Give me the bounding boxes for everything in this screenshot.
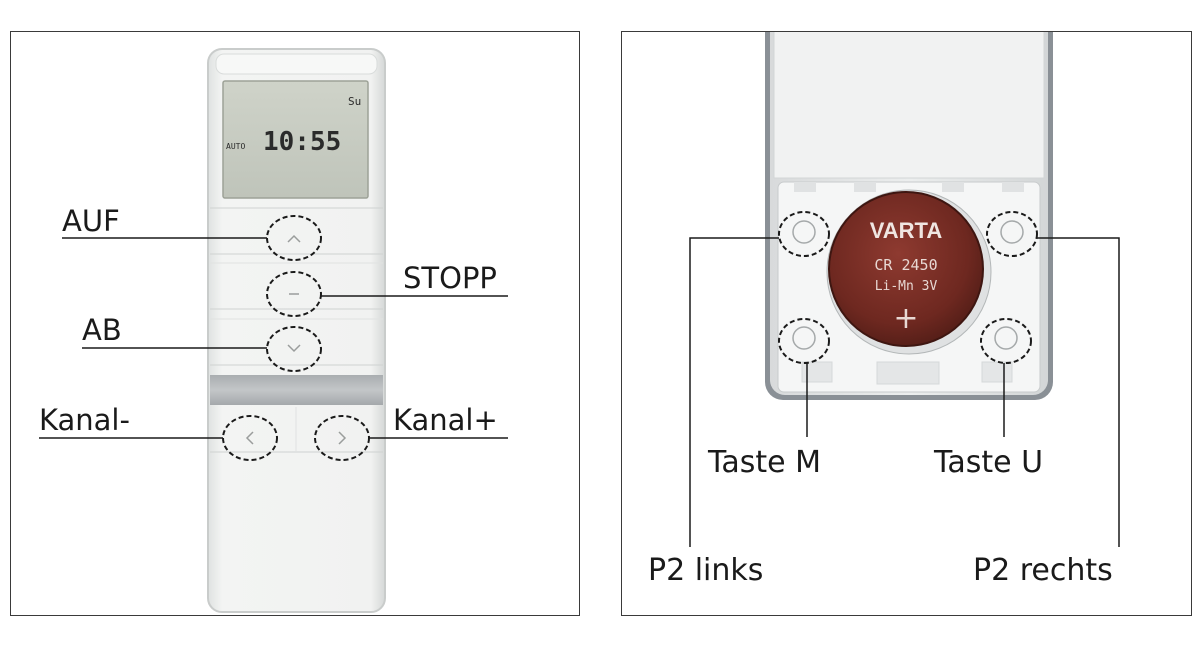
chevron-right-icon <box>338 431 347 445</box>
label-up: AUF <box>62 204 120 238</box>
label-channel-minus: Kanal- <box>39 403 130 437</box>
chevron-left-icon <box>245 431 254 445</box>
channel-band <box>210 375 383 405</box>
key-m-button[interactable] <box>778 318 830 364</box>
p2-right-button[interactable] <box>986 211 1038 257</box>
label-p2-left: P2 links <box>648 553 763 588</box>
label-stop: STOPP <box>403 261 497 295</box>
battery-brand: VARTA <box>870 218 943 243</box>
down-button[interactable] <box>266 326 322 372</box>
p2-left-leader <box>689 237 779 547</box>
coin-battery: VARTA CR 2450 Li-Mn 3V + <box>826 189 992 355</box>
key-u-icon <box>994 326 1018 350</box>
battery-cover <box>773 32 1045 179</box>
p2-left-button[interactable] <box>778 211 830 257</box>
p2-left-key-icon <box>792 220 816 244</box>
display-mode: AUTO <box>226 142 245 151</box>
label-p2-right: P2 rechts <box>973 553 1113 588</box>
key-u-button[interactable] <box>980 318 1032 364</box>
remote-front-panel: Su AUTO 10:55 <box>10 31 580 616</box>
label-channel-plus: Kanal+ <box>393 403 498 437</box>
remote-front-diagram: Su AUTO 10:55 <box>39 48 508 613</box>
stop-button[interactable] <box>266 271 322 317</box>
battery-compartment-panel: VARTA CR 2450 Li-Mn 3V + <box>621 31 1192 616</box>
chevron-up-icon <box>287 234 301 243</box>
display-time: 10:55 <box>263 127 341 157</box>
chevron-down-icon <box>287 344 301 353</box>
label-key-u: Taste U <box>933 445 1043 480</box>
battery-chem: Li-Mn 3V <box>875 279 938 294</box>
lcd-display <box>222 80 369 199</box>
battery-model: CR 2450 <box>874 256 937 274</box>
key-m-icon <box>792 326 816 350</box>
p2-right-key-icon <box>1000 220 1024 244</box>
battery-polarity: + <box>893 301 918 336</box>
p2-right-leader <box>1037 237 1120 547</box>
label-down: AB <box>82 313 122 347</box>
label-key-m: Taste M <box>707 445 821 480</box>
battery-compartment-diagram: VARTA CR 2450 Li-Mn 3V + <box>648 32 1120 588</box>
display-day: Su <box>348 95 361 108</box>
